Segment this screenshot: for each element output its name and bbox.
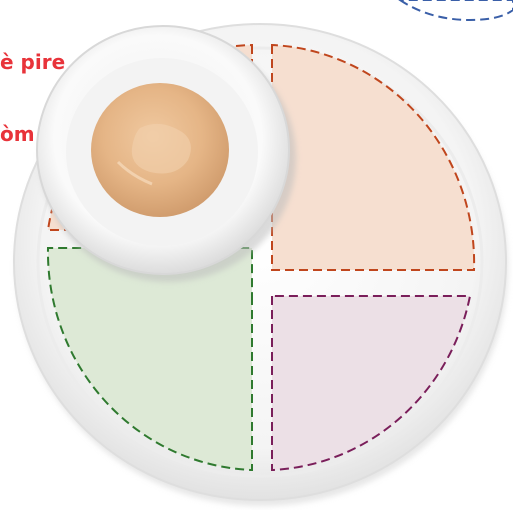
cup-edge [400, 0, 513, 20]
caption-line-2: òm [0, 122, 65, 146]
caption-line-1: è pire [0, 50, 65, 74]
caption-text: è pire òm [0, 2, 65, 194]
fruit-section [272, 45, 474, 270]
vegetable-section [48, 248, 252, 470]
